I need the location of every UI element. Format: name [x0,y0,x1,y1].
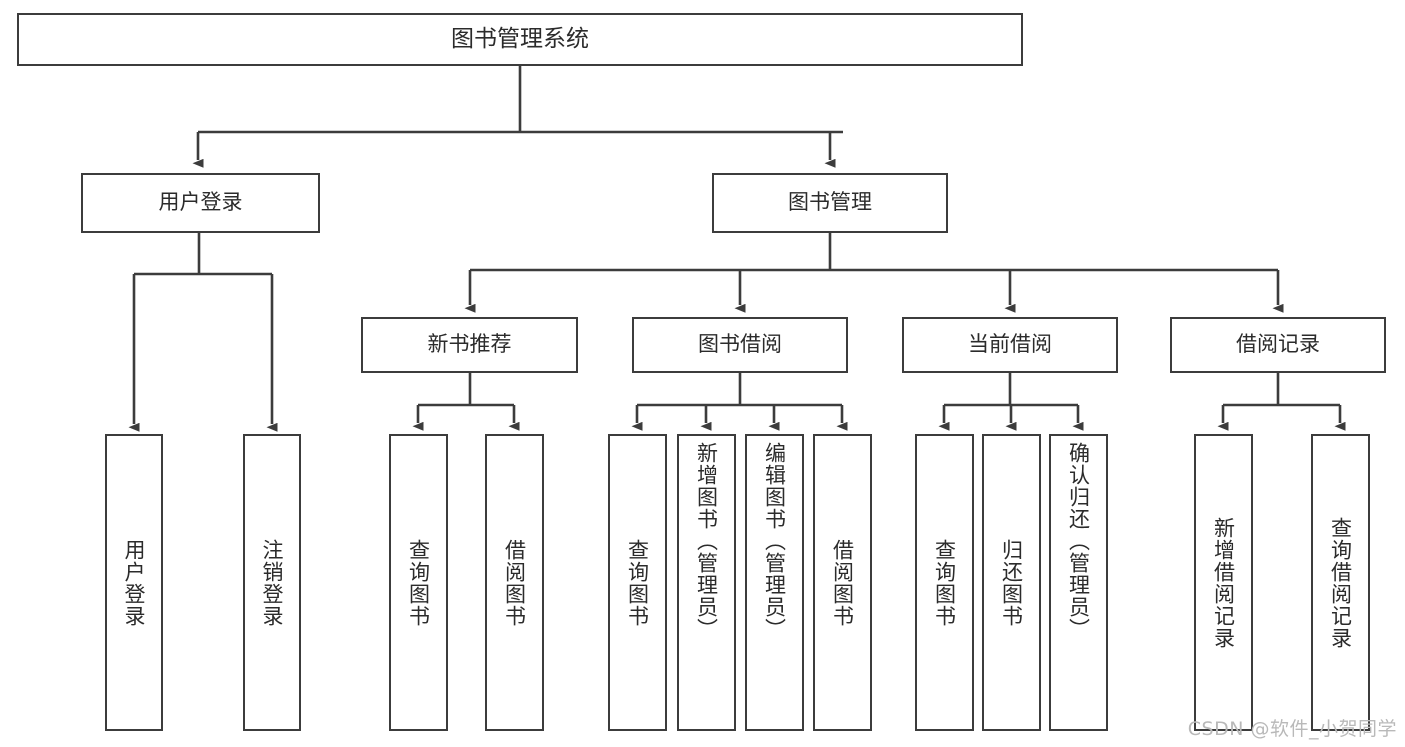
node-current-borrow-label: 当前借阅 [968,332,1052,357]
node-user-login[interactable]: 用户登录 [81,173,320,233]
node-leaf-rec-add-record-label: 新增借阅记录 [1211,516,1236,649]
node-leaf-cur-query-book-label: 查询图书 [932,538,957,627]
node-leaf-borrow-borrow-book[interactable]: 借阅图书 [813,434,872,731]
watermark: CSDN @软件_小贺同学 [1187,718,1397,740]
node-user-login-label: 用户登录 [158,190,243,215]
node-borrow-record[interactable]: 借阅记录 [1170,317,1386,373]
node-leaf-borrow-query-book[interactable]: 查询图书 [608,434,667,731]
node-leaf-borrow-edit-book[interactable]: 编辑图书（管理员） [745,434,804,731]
node-leaf-cur-return-book[interactable]: 归还图书 [982,434,1041,731]
node-leaf-borrow-query-book-label: 查询图书 [625,538,650,627]
node-leaf-rec-add-record[interactable]: 新增借阅记录 [1194,434,1253,731]
node-leaf-borrow-add-book[interactable]: 新增图书（管理员） [677,434,736,731]
node-root-label: 图书管理系统 [451,26,589,53]
node-root[interactable]: 图书管理系统 [17,13,1023,66]
node-leaf-rec-borrow-book-label: 借阅图书 [502,538,527,627]
node-new-book-rec-label: 新书推荐 [427,332,512,357]
node-leaf-user-logout[interactable]: 注销登录 [243,434,301,731]
node-book-borrow[interactable]: 图书借阅 [632,317,848,373]
node-leaf-rec-query-record[interactable]: 查询借阅记录 [1311,434,1370,731]
node-book-manage-label: 图书管理 [788,190,872,215]
node-borrow-record-label: 借阅记录 [1236,332,1320,357]
node-leaf-rec-query-book[interactable]: 查询图书 [389,434,448,731]
node-book-borrow-label: 图书借阅 [698,332,782,357]
node-leaf-borrow-edit-book-label: 编辑图书（管理员） [762,442,787,640]
node-leaf-user-logout-label: 注销登录 [260,538,285,627]
node-leaf-borrow-borrow-book-label: 借阅图书 [830,538,855,627]
node-leaf-rec-query-record-label: 查询借阅记录 [1328,516,1353,649]
node-book-manage[interactable]: 图书管理 [712,173,948,233]
node-leaf-user-login-label: 用户登录 [122,538,147,627]
node-leaf-cur-return-book-label: 归还图书 [999,538,1024,627]
node-leaf-user-login[interactable]: 用户登录 [105,434,163,731]
node-new-book-rec[interactable]: 新书推荐 [361,317,578,373]
node-current-borrow[interactable]: 当前借阅 [902,317,1118,373]
node-leaf-rec-query-book-label: 查询图书 [406,538,431,627]
node-leaf-cur-confirm-return-label: 确认归还（管理员） [1066,442,1091,640]
node-leaf-cur-confirm-return[interactable]: 确认归还（管理员） [1049,434,1108,731]
node-leaf-borrow-add-book-label: 新增图书（管理员） [694,442,719,640]
node-leaf-cur-query-book[interactable]: 查询图书 [915,434,974,731]
node-leaf-rec-borrow-book[interactable]: 借阅图书 [485,434,544,731]
